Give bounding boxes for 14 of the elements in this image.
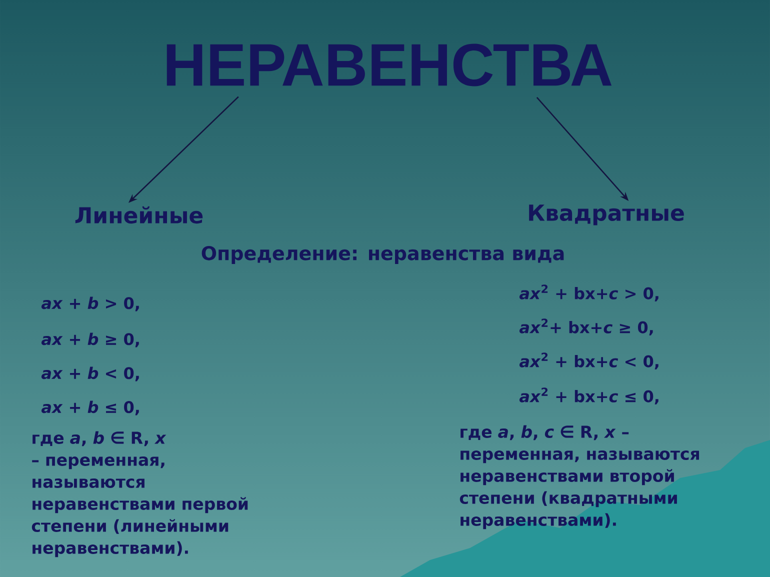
inequality-formula: ax + b ≥ 0, (41, 332, 139, 348)
inequality-formula: ax$^{2}$ + bx+c < 0, (519, 352, 658, 370)
explanation-text: где a, b, c ∈ R, x – переменная, называются неравенствами второй степени (квадратными неравенствами). (460, 425, 699, 530)
inequality-formula: ax + b > 0, (41, 296, 139, 312)
definition-text: Определение: неравенства вида (202, 246, 564, 264)
title: НЕРАВЕНСТВА (166, 44, 612, 86)
inequality-formula: ax$^{2}$+ bx+c ≥ 0, (519, 318, 653, 336)
inequality-formula: ax + b ≤ 0, (41, 400, 139, 416)
category-heading: Квадратные (529, 204, 684, 226)
category-heading: Линейные (75, 206, 203, 224)
explanation-text: где a, b ∈ R, x – переменная, называются неравенствами первой степени (линейными неравенствами). (32, 431, 248, 558)
inequality-formula: ax$^{2}$ + bx+c ≤ 0, (519, 388, 658, 404)
inequality-formula: ax + b < 0, (41, 366, 139, 382)
inequality-formula: ax$^{2}$ + bx+c > 0, (519, 284, 658, 302)
